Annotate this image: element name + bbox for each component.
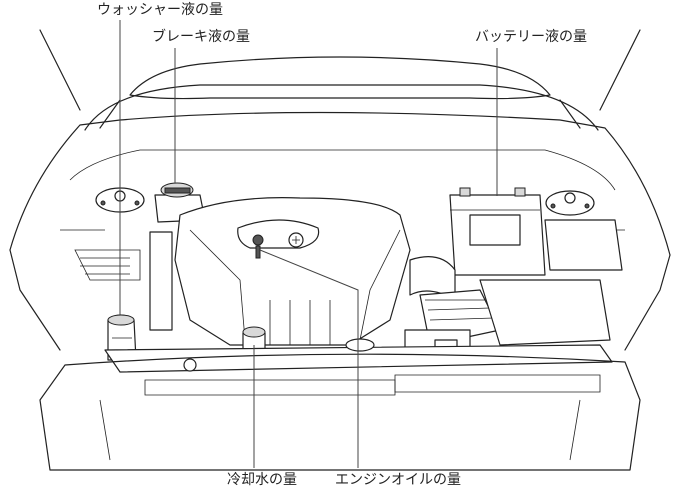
left-components [74,231,173,361]
front-bumper [39,338,641,471]
label-coolant: 冷却水の量 [226,472,298,488]
label-brake-fluid: ブレーキ液の量 [151,29,251,45]
engine-cover [174,197,411,346]
hood-outline [39,29,641,131]
label-battery-fluid: バッテリー液の量 [474,29,588,45]
leader-lines [119,20,498,468]
battery [449,187,623,276]
label-engine-oil: エンジンオイルの量 [334,472,462,488]
label-washer-fluid: ウォッシャー液の量 [96,2,224,18]
